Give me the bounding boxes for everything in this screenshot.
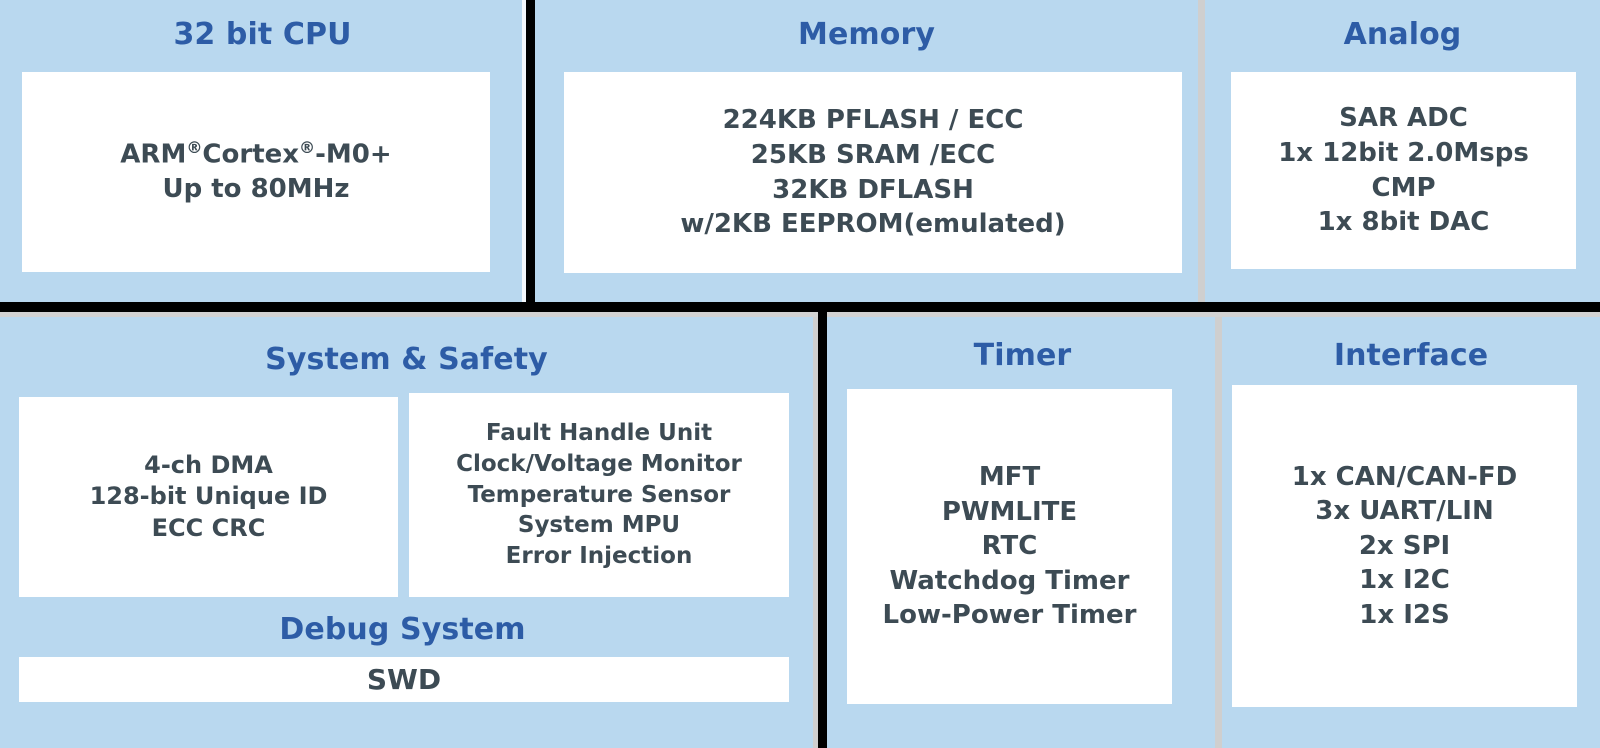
debug-line: SWD xyxy=(366,662,442,696)
debug-content-box: SWD xyxy=(19,657,789,702)
memory-content-box: 224KB PFLASH / ECC 25KB SRAM /ECC 32KB D… xyxy=(564,72,1182,273)
cpu-arm-text: ARM xyxy=(120,139,187,170)
system-line: ECC CRC xyxy=(151,513,266,542)
timer-line: Low-Power Timer xyxy=(882,600,1137,631)
interface-line: 1x I2S xyxy=(1359,599,1450,630)
timer-line: MFT xyxy=(978,462,1041,493)
analog-line: SAR ADC xyxy=(1339,103,1468,134)
analog-line: CMP xyxy=(1371,172,1436,203)
divider-horizontal-main xyxy=(0,302,1600,312)
panel-system-safety: System & Safety 4-ch DMA 128-bit Unique … xyxy=(0,317,813,748)
panel-interface: Interface 1x CAN/CAN-FD 3x UART/LIN 2x S… xyxy=(1222,317,1600,748)
cpu-line-1: ARM®Cortex®-M0+ xyxy=(120,137,391,172)
interface-line: 3x UART/LIN xyxy=(1315,496,1494,527)
panel-system-safety-title: System & Safety xyxy=(265,342,548,377)
system-line: 4-ch DMA xyxy=(144,451,273,480)
memory-line: w/2KB EEPROM(emulated) xyxy=(680,209,1066,240)
cpu-content-box: ARM®Cortex®-M0+ Up to 80MHz xyxy=(22,72,490,272)
safety-line: Error Injection xyxy=(505,543,693,570)
memory-line: 224KB PFLASH / ECC xyxy=(722,105,1024,136)
safety-line: Fault Handle Unit xyxy=(485,419,713,446)
panel-debug-title: Debug System xyxy=(279,612,526,647)
divider-vertical-top xyxy=(526,0,535,312)
memory-line: 32KB DFLASH xyxy=(772,174,974,205)
interface-content-box: 1x CAN/CAN-FD 3x UART/LIN 2x SPI 1x I2C … xyxy=(1232,385,1577,707)
analog-content-box: SAR ADC 1x 12bit 2.0Msps CMP 1x 8bit DAC xyxy=(1231,72,1576,269)
safety-line: Temperature Sensor xyxy=(467,481,731,508)
cpu-line-2: Up to 80MHz xyxy=(162,174,350,205)
interface-line: 1x CAN/CAN-FD xyxy=(1291,461,1518,492)
panel-analog-title: Analog xyxy=(1343,17,1462,52)
divider-vertical-bottom xyxy=(818,312,827,748)
system-content-box: 4-ch DMA 128-bit Unique ID ECC CRC xyxy=(19,397,398,597)
memory-line: 25KB SRAM /ECC xyxy=(750,139,996,170)
divider-hairline-top xyxy=(522,0,526,302)
divider-horizontal-shadow xyxy=(0,312,1600,317)
cpu-core-text: -M0+ xyxy=(315,139,392,170)
interface-line: 2x SPI xyxy=(1358,530,1451,561)
divider-vertical-memory-analog xyxy=(1198,0,1205,302)
panel-memory-title: Memory xyxy=(797,17,936,52)
divider-vertical-timer-interface xyxy=(1215,317,1222,748)
panel-analog: Analog SAR ADC 1x 12bit 2.0Msps CMP 1x 8… xyxy=(1205,0,1600,302)
cpu-cortex-text: Cortex xyxy=(202,139,300,170)
safety-content-box: Fault Handle Unit Clock/Voltage Monitor … xyxy=(409,393,789,597)
panel-timer-title: Timer xyxy=(973,338,1072,373)
panel-cpu: 32 bit CPU ARM®Cortex®-M0+ Up to 80MHz xyxy=(0,0,525,302)
panel-cpu-title: 32 bit CPU xyxy=(173,17,352,52)
safety-line: System MPU xyxy=(517,512,681,539)
interface-line: 1x I2C xyxy=(1359,565,1450,596)
panel-memory: Memory 224KB PFLASH / ECC 25KB SRAM /ECC… xyxy=(535,0,1198,302)
divider-hairline-bottom xyxy=(813,317,818,748)
analog-line: 1x 8bit DAC xyxy=(1317,207,1490,238)
timer-line: PWMLITE xyxy=(941,496,1078,527)
timer-content-box: MFT PWMLITE RTC Watchdog Timer Low-Power… xyxy=(847,389,1172,704)
analog-line: 1x 12bit 2.0Msps xyxy=(1278,137,1529,168)
panel-interface-title: Interface xyxy=(1333,338,1489,373)
panel-timer: Timer MFT PWMLITE RTC Watchdog Timer Low… xyxy=(827,317,1218,748)
safety-line: Clock/Voltage Monitor xyxy=(456,450,742,477)
system-line: 128-bit Unique ID xyxy=(89,482,328,511)
registered-icon-2: ® xyxy=(299,138,316,158)
timer-line: Watchdog Timer xyxy=(889,565,1130,596)
timer-line: RTC xyxy=(981,531,1038,562)
registered-icon-1: ® xyxy=(186,138,203,158)
